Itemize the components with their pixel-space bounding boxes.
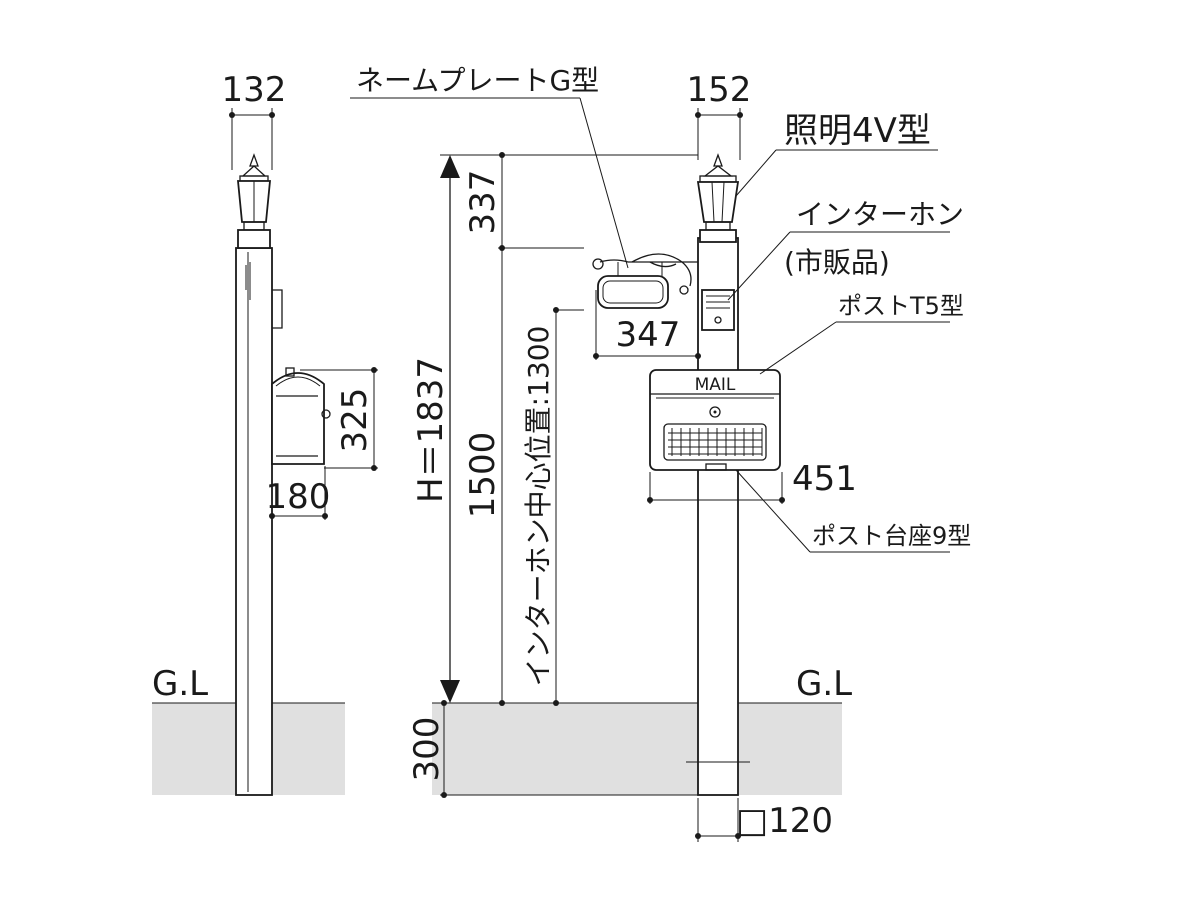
label-right-width: 152: [687, 70, 752, 110]
ground-right: [432, 703, 842, 795]
arrow-down: [440, 680, 460, 703]
label-post-square: □120: [736, 801, 833, 841]
mailbox-front: MAIL: [649, 369, 781, 471]
mailbox-mail-text: MAIL: [695, 375, 736, 395]
arrow-up: [440, 155, 460, 178]
left-cable: [245, 262, 251, 300]
leader-nameplate: [579, 97, 629, 269]
label-nameplate: ネームプレートG型: [356, 64, 599, 97]
label-mailbox-height: 325: [335, 388, 375, 453]
label-gl-right: G.L: [796, 664, 852, 704]
leader-post: [759, 321, 837, 375]
left-intercom: [272, 289, 283, 329]
label-intercom-center: インターホン中心位置:1300: [522, 326, 555, 687]
intercom-unit: [701, 289, 735, 331]
label-lighting: 照明4V型: [784, 111, 931, 151]
label-burial-depth: 300: [407, 717, 447, 782]
label-top-offset: 337: [463, 170, 503, 235]
label-post-width: 451: [792, 459, 857, 499]
leader-base: [735, 469, 811, 553]
leader-intercom: [727, 231, 791, 301]
label-mid-height: 1500: [463, 432, 503, 519]
leader-lighting: [735, 149, 777, 197]
right-front-view: MAIL 152 ネームプレートG型 照明4V型 インターホン (市販品) ポス…: [350, 64, 971, 842]
label-height-total: H＝1837: [411, 357, 451, 503]
label-intercom: インターホン: [796, 198, 964, 231]
label-intercom-note: (市販品): [784, 246, 890, 279]
label-nameplate-width: 347: [616, 315, 681, 355]
label-post-base: ポスト台座9型: [812, 522, 971, 550]
left-post: [235, 247, 273, 796]
right-lantern: [696, 153, 740, 243]
left-mailbox: [271, 367, 331, 465]
nameplate-sign: [592, 253, 698, 309]
left-lantern: [237, 153, 271, 249]
label-gl-left: G.L: [152, 664, 208, 704]
label-mailbox-depth: 180: [266, 477, 331, 517]
left-side-view: 132 325 180 G.L: [152, 70, 378, 796]
label-post-model: ポストT5型: [838, 292, 964, 320]
label-left-width: 132: [222, 70, 287, 110]
